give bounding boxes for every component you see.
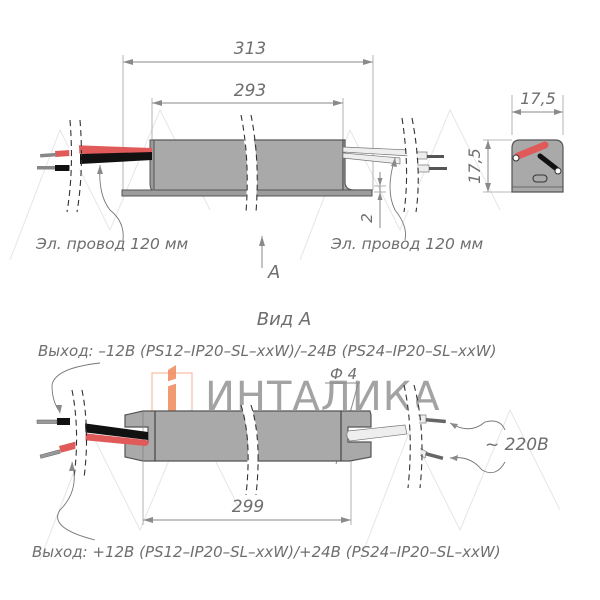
view-a-arrow: A [259,236,280,283]
power-supply-body-top [121,114,373,213]
dim-width-label: 17,5 [520,89,556,108]
left-wires-view-a [36,362,149,541]
power-supply-body-view-a [124,404,372,496]
dim-293-label: 293 [234,81,266,101]
left-wire-label: Эл. провод 120 мм [35,235,189,253]
dim-313-label: 313 [234,39,266,59]
right-wires-view-a: ~ 220В [346,384,549,489]
dimension-body-length: 293 [152,81,343,106]
output-minus-leader [51,362,101,413]
dim-2-label: 2 [358,213,376,223]
left-wire-leader [99,164,124,241]
right-wire-label: Эл. провод 120 мм [330,235,484,253]
dim-diameter-label: Ф 4 [330,365,357,383]
dim-height-label: 17,5 [465,148,484,184]
dim-299-label: 299 [232,497,264,517]
right-wire-leader [389,157,406,241]
input-220v-label: ~ 220В [485,435,549,455]
output-minus-label: Выход: –12В (PS12–IP20–SL–xxW)/–24В (PS2… [38,342,496,360]
input-leader-bottom [449,457,506,474]
right-wires-top [342,117,447,213]
input-leader-top [449,420,506,431]
view-a-title: Вид А [257,309,312,330]
output-plus-label: Выход: +12В (PS12–IP20–SL–xxW)/+24В (PS2… [32,543,501,561]
dimension-overall-length: 313 [123,39,373,65]
top-view: 313 293 [35,39,484,283]
dimension-299: 299 [142,461,352,525]
view-a: Вид А Выход: –12В (PS12–IP20–SL–xxW)/–24… [32,309,549,561]
left-wires-top [37,119,152,213]
view-a-label: A [267,262,280,283]
dimension-flange-thickness: 2 [358,172,386,228]
side-view: 17,5 17,5 [465,89,564,193]
output-plus-leader [57,461,96,541]
